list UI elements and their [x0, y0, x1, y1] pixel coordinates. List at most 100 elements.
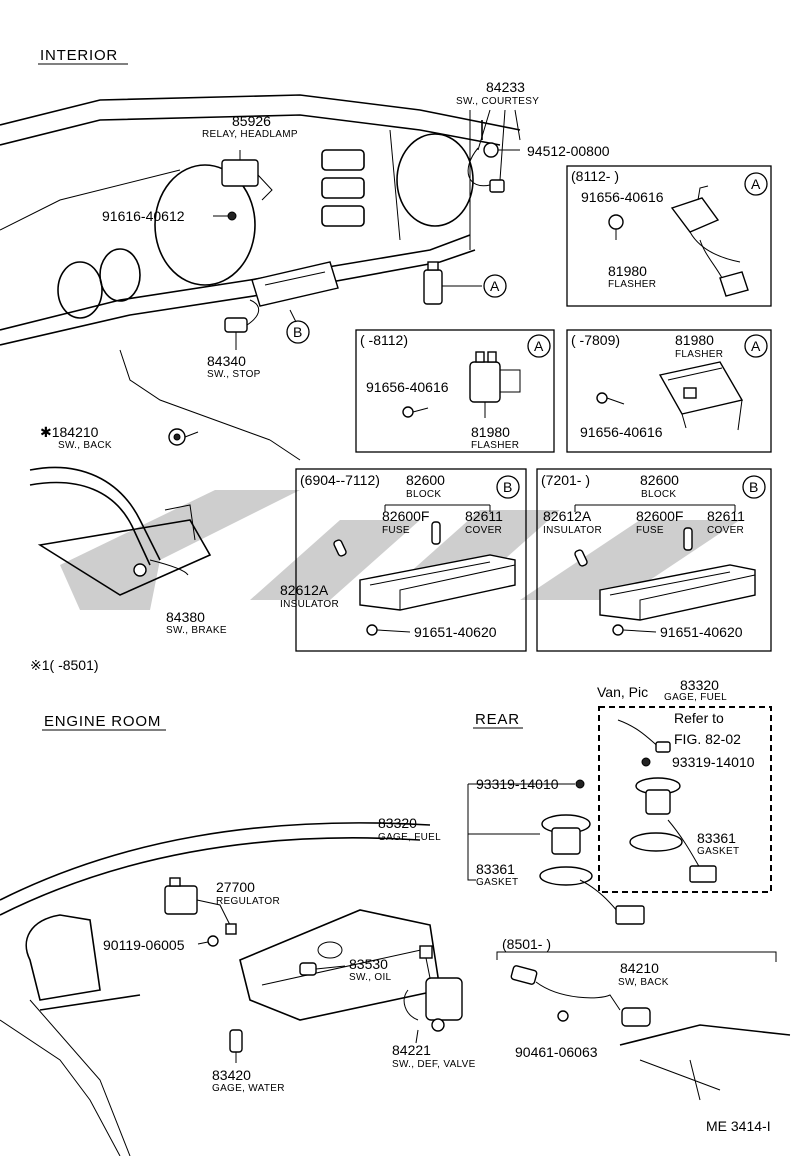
van-refer-line2: FIG. 82-02: [674, 731, 741, 747]
box-a3-flasher-part: [596, 361, 744, 431]
box-b2-label-82612a-name: INSULATOR: [543, 525, 602, 536]
box-b2-label-82612a: 82612A: [543, 508, 592, 524]
box-a1-flasher-part: [608, 185, 749, 297]
relay-headlamp-part: [221, 150, 273, 201]
box-b1-label-82612a-name: INSULATOR: [280, 599, 339, 610]
label-84340: 84340: [207, 353, 246, 369]
box-a3: [566, 329, 772, 453]
engine-room-drawing: [0, 822, 441, 1156]
parking-brake-drawing: [29, 466, 212, 596]
box-8501-back-switch-part: [510, 965, 791, 1101]
label-83420-name: GAGE, WATER: [212, 1083, 285, 1094]
box-b1-label-91651: 91651-40620: [414, 624, 497, 640]
label-84340-name: SW., STOP: [207, 369, 261, 380]
def-valve-switch-part: [403, 945, 463, 1044]
label-rear-83320: 83320: [378, 815, 417, 831]
label-184210: ✱184210: [40, 424, 99, 440]
box-a2-label-81980-name: FLASHER: [471, 440, 519, 451]
box-a3-label-81980: 81980: [675, 332, 714, 348]
box-a3-label-81980-name: FLASHER: [675, 349, 723, 360]
rear-fuel-gage-part: [539, 814, 645, 925]
box-a3-range: ( -7809): [571, 332, 620, 348]
label-rear-83361: 83361: [476, 861, 515, 877]
van-refer-line1: Refer to: [674, 710, 724, 726]
rear-leader-bracket: [467, 783, 575, 881]
box-b2-label-91651: 91651-40620: [660, 624, 743, 640]
box-a2-flasher-part: [402, 351, 521, 418]
van-fuel-gage-part: [617, 719, 717, 883]
box-b2-label-82600f-name: FUSE: [636, 525, 664, 536]
courtesy-switch-part: [467, 109, 521, 193]
box-b1-range: (6904--7112): [300, 472, 380, 488]
rear-bolt-93319: [575, 779, 585, 789]
watermark-logo: [60, 490, 740, 610]
box-b1-bracket: [384, 504, 491, 512]
label-84233-name: SW., COURTESY: [456, 96, 539, 107]
box-b2-range: (7201- ): [541, 472, 590, 488]
label-83530-name: SW., OIL: [349, 972, 392, 983]
box-b1-label-82600f-name: FUSE: [382, 525, 410, 536]
box-b2-label-82611-name: COVER: [707, 525, 744, 536]
box-b1-label-82600: 82600: [406, 472, 445, 488]
van-label-83320: 83320: [680, 677, 719, 693]
box-a3-badge: A: [751, 338, 761, 354]
back-switch-part: [168, 428, 199, 446]
label-85926: 85926: [232, 113, 271, 129]
label-rear-83361-name: GASKET: [476, 877, 518, 888]
box-a1-range: (8112- ): [571, 168, 619, 184]
box-b2-badge-circle: [742, 475, 766, 499]
fuse-block-callout-part: [251, 261, 339, 323]
van-dashed-box: [598, 706, 772, 893]
box-8501-label-84210-name: SW, BACK: [618, 977, 669, 988]
label-90119: 90119-06005: [103, 937, 185, 953]
box-a1-badge-circle: [744, 172, 768, 196]
label-91616: 91616-40612: [102, 208, 185, 224]
label-rear-83320-name: GAGE, FUEL: [378, 832, 441, 843]
label-83530: 83530: [349, 956, 388, 972]
label-27700-name: REGULATOR: [216, 896, 280, 907]
bolt-91616-part: [213, 211, 237, 221]
box-b1-block-part: [333, 521, 516, 636]
box-b2-label-82600f: 82600F: [636, 508, 683, 524]
label-84380-name: SW., BRAKE: [166, 625, 227, 636]
box-a1-label-91656: 91656-40616: [581, 189, 664, 205]
box-8501-bracket: [496, 951, 777, 962]
box-b1-label-82612a: 82612A: [280, 582, 329, 598]
box-a2: [355, 329, 555, 453]
footnote: ※1( -8501): [30, 657, 99, 673]
label-27700: 27700: [216, 879, 255, 895]
box-a3-label-91656: 91656-40616: [580, 424, 663, 440]
label-84380: 84380: [166, 609, 205, 625]
box-b2-label-82600-name: BLOCK: [641, 489, 676, 500]
van-label-83361: 83361: [697, 830, 736, 846]
section-rear: REAR: [475, 711, 520, 728]
figure-code: ME 3414-I: [706, 1118, 771, 1134]
label-85926-name: RELAY, HEADLAMP: [202, 129, 298, 140]
oil-switch-part: [299, 962, 346, 976]
regulator-part: [164, 877, 237, 935]
box-b1-label-82600f: 82600F: [382, 508, 429, 524]
box-b1-badge-circle: [496, 475, 520, 499]
callout-b-letter: B: [293, 324, 302, 340]
van-label-83320-name: GAGE, FUEL: [664, 692, 727, 703]
label-94512: 94512-00800: [527, 143, 610, 159]
stop-switch-part: [224, 299, 260, 350]
callout-a-circle: [483, 274, 507, 298]
label-83420: 83420: [212, 1067, 251, 1083]
box-b2-block-part: [574, 527, 756, 636]
section-engine-room: ENGINE ROOM: [44, 713, 161, 730]
box-b2-badge: B: [749, 479, 758, 495]
box-a3-badge-circle: [744, 334, 768, 358]
box-b2-label-82611: 82611: [707, 508, 745, 524]
box-b2: [536, 468, 772, 652]
box-b1-badge: B: [503, 479, 512, 495]
box-a1-label-81980-name: FLASHER: [608, 279, 656, 290]
box-a1-badge: A: [751, 176, 761, 192]
callout-b-circle: [286, 320, 310, 344]
box-a2-label-91656: 91656-40616: [366, 379, 449, 395]
box-a2-badge: A: [534, 338, 544, 354]
box-8501-range: (8501- ): [502, 936, 551, 952]
box-b1-label-82600-name: BLOCK: [406, 489, 441, 500]
box-8501-label-90461: 90461-06063: [515, 1044, 598, 1060]
